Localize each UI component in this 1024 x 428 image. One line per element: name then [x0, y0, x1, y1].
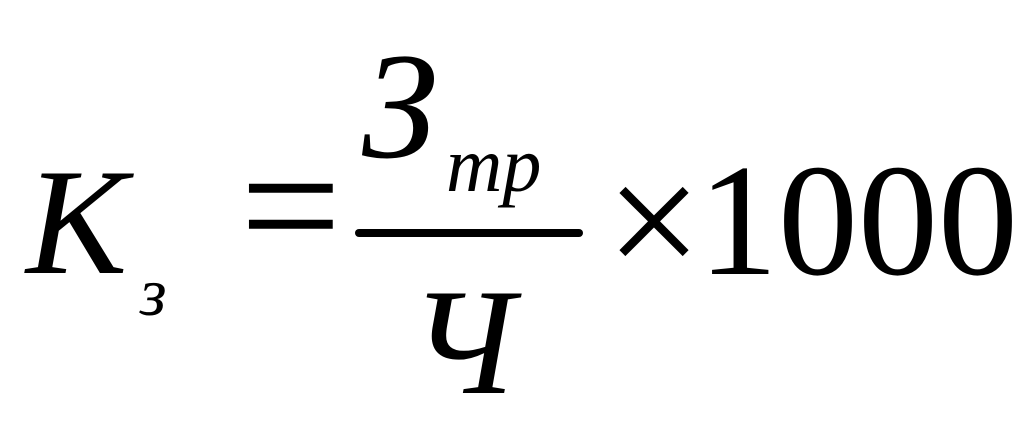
numerator-variable: З	[362, 22, 438, 190]
denominator-variable: Ч	[410, 258, 515, 426]
variable-k-subscript: з	[140, 254, 167, 330]
fraction-bar	[355, 229, 583, 237]
equals-sign: =	[240, 106, 342, 305]
numerator-subscript: тр	[446, 121, 542, 208]
multiplication-sign: ×	[606, 127, 702, 315]
multiplier-value: 1000	[698, 131, 1018, 309]
variable-k: K	[26, 138, 128, 306]
